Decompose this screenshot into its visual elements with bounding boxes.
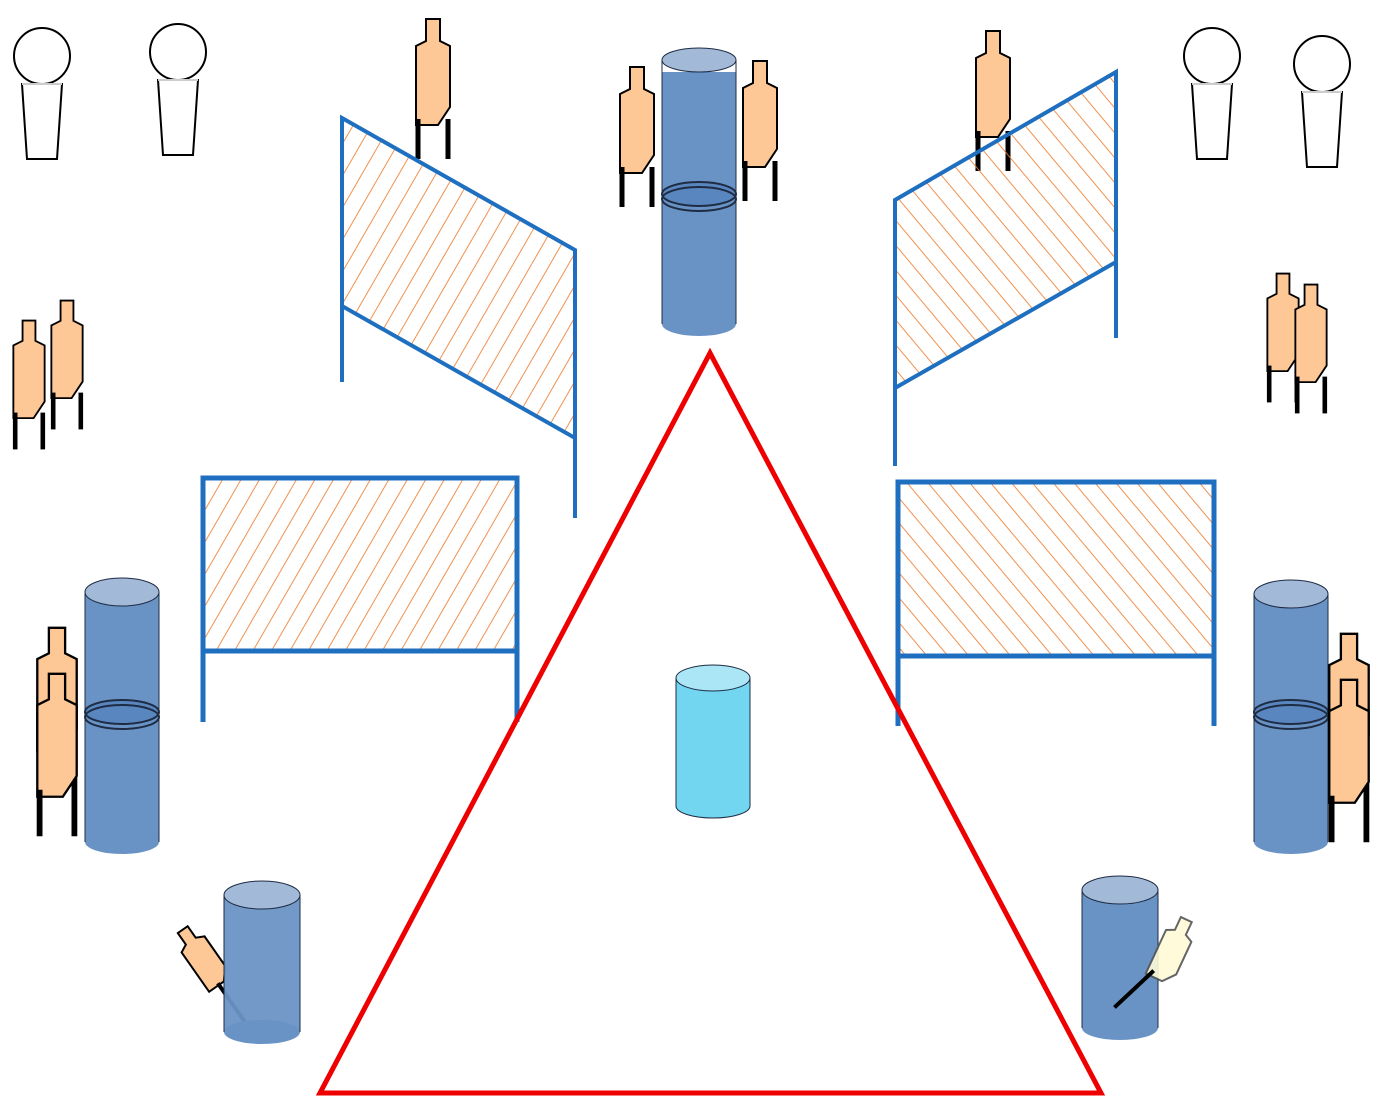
fence-mid-left: [200, 475, 520, 722]
barrel-stack-right: [1253, 579, 1329, 854]
shoot-target-right-pair-1: [1267, 274, 1298, 403]
shooting-area-triangle: [315, 347, 1106, 1096]
barrel-stack-left: [84, 577, 160, 854]
barrel-bottom-left: [223, 880, 301, 1044]
shoot-target-top-center-right: [743, 61, 777, 201]
shoot-target-top-left: [416, 19, 450, 159]
fence-top-right: [893, 68, 1118, 466]
shoot-target-left-pair-2: [51, 301, 82, 430]
no-shoot-target-1: [13, 27, 71, 160]
shoot-target-top-center-left: [620, 67, 654, 207]
shoot-target-left-pair-1: [13, 321, 44, 450]
no-shoot-target-4: [1293, 35, 1351, 168]
activated-target-bottom-right: [1113, 915, 1194, 1009]
barrel-center: [675, 664, 751, 819]
fence-top-left: [340, 114, 577, 518]
barrel-bottom-right: [1081, 875, 1159, 1040]
fence-mid-right: [895, 479, 1217, 726]
barrel-stack-top-center: [661, 47, 737, 336]
shoot-target-right-pair-2: [1295, 285, 1326, 414]
no-shoot-target-3: [1183, 27, 1241, 160]
no-shoot-target-2: [149, 23, 207, 156]
